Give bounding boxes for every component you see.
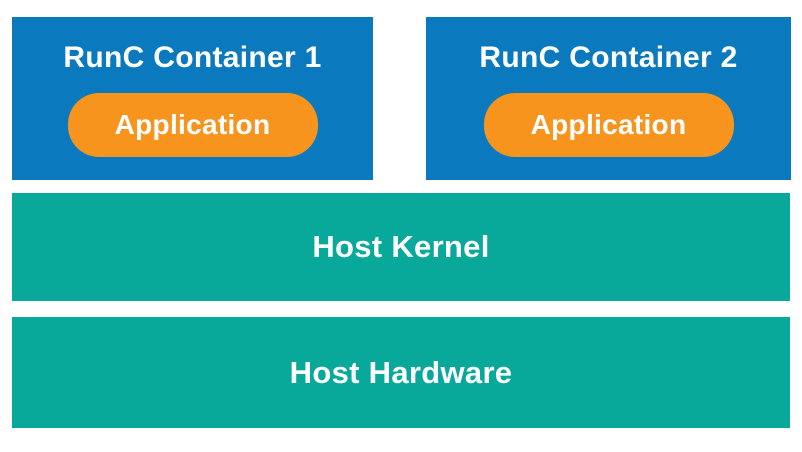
application-pill-2: Application	[483, 92, 734, 157]
application-label-2: Application	[530, 108, 687, 140]
runc-container-1-box: RunC Container 1 Application	[12, 17, 373, 180]
runc-container-2-box: RunC Container 2 Application	[426, 17, 791, 180]
host-hardware-bar: Host Hardware	[12, 317, 790, 428]
host-kernel-bar: Host Kernel	[12, 193, 790, 301]
host-hardware-label: Host Hardware	[289, 354, 513, 390]
application-pill-1: Application	[67, 92, 318, 157]
runc-container-2-title: RunC Container 2	[479, 41, 738, 74]
runc-container-1-title: RunC Container 1	[63, 41, 322, 74]
host-kernel-label: Host Kernel	[312, 229, 490, 264]
application-label-1: Application	[114, 108, 271, 140]
